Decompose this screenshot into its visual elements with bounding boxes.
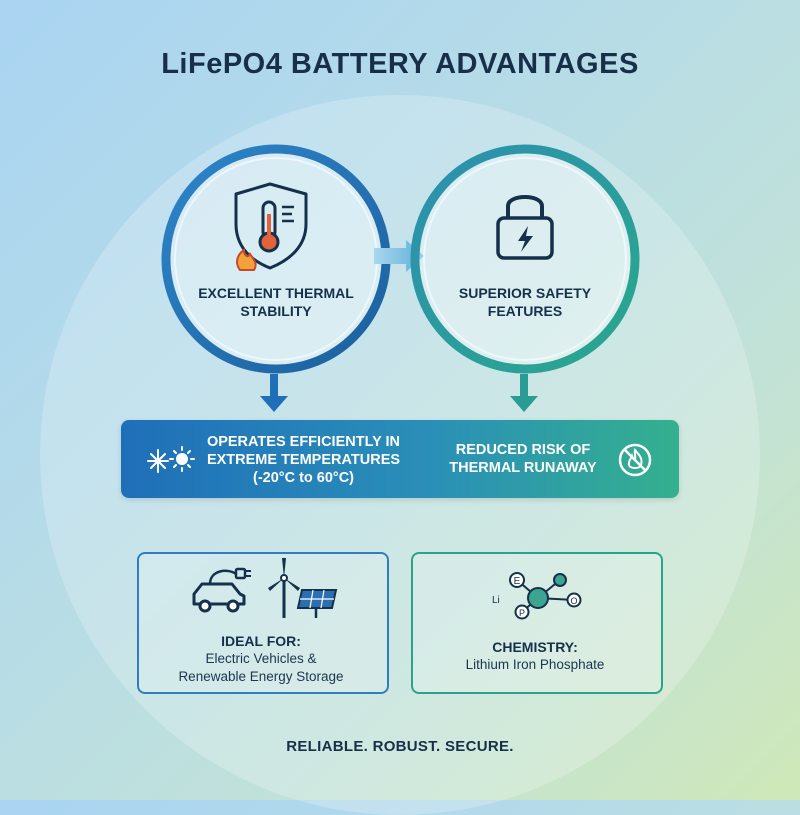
banner-runaway-line2: THERMAL RUNAWAY xyxy=(449,460,597,476)
page-title: LiFePO4 BATTERY ADVANTAGES xyxy=(161,48,639,80)
molecule-li-label: Li xyxy=(492,595,500,606)
card-chemistry-text: Lithium Iron Phosphate xyxy=(465,657,605,672)
feature-label-thermal-line1: EXCELLENT THERMAL xyxy=(198,285,354,301)
feature-label-safety: SUPERIOR SAFETY FEATURES xyxy=(425,284,625,320)
card-applications xyxy=(137,552,389,694)
down-arrow-left xyxy=(260,374,288,412)
feature-label-thermal-line2: STABILITY xyxy=(240,303,312,319)
card-applications-title: IDEAL FOR: xyxy=(221,633,301,649)
molecule-fe-label: E xyxy=(514,576,521,587)
card-applications-line2: Renewable Energy Storage xyxy=(178,669,344,684)
feature-ring-safety xyxy=(410,144,640,374)
no-fire-icon xyxy=(618,443,652,477)
tagline: RELIABLE. ROBUST. SECURE. xyxy=(286,738,514,755)
card-applications-line1: Electric Vehicles & xyxy=(205,651,317,666)
banner-runaway-text: REDUCED RISK OF THERMAL RUNAWAY xyxy=(440,441,606,477)
benefits-banner xyxy=(121,420,679,498)
molecule-p-label: P xyxy=(519,608,525,618)
feature-label-safety-line2: FEATURES xyxy=(487,303,563,319)
banner-runaway-line1: REDUCED RISK OF xyxy=(455,442,591,458)
card-chemistry xyxy=(411,552,663,694)
feature-label-thermal: EXCELLENT THERMAL STABILITY xyxy=(176,284,376,320)
card-applications-text: Electric Vehicles & Renewable Energy Sto… xyxy=(137,650,385,686)
banner-temperature-text: OPERATES EFFICIENTLY IN EXTREME TEMPERAT… xyxy=(196,433,411,487)
molecule-o-label: O xyxy=(570,596,577,606)
molecule-icon: Li E P O xyxy=(492,572,582,620)
wind-turbine-icon xyxy=(268,558,300,618)
card-chemistry-title: CHEMISTRY: xyxy=(492,639,578,655)
snowflake-sun-icon xyxy=(147,446,195,473)
shield-thermometer-flame-icon xyxy=(234,182,308,271)
feature-label-safety-line1: SUPERIOR SAFETY xyxy=(458,285,592,301)
padlock-lightning-icon xyxy=(496,195,554,260)
down-arrow-right xyxy=(510,374,538,412)
electric-car-icon xyxy=(192,567,251,613)
banner-temperature-line1: OPERATES EFFICIENTLY IN xyxy=(206,434,401,450)
banner-temperature-line2: EXTREME TEMPERATURES xyxy=(206,452,401,468)
solar-panel-icon xyxy=(296,589,338,618)
banner-temperature-line3: (-20°C to 60°C) xyxy=(252,470,355,486)
